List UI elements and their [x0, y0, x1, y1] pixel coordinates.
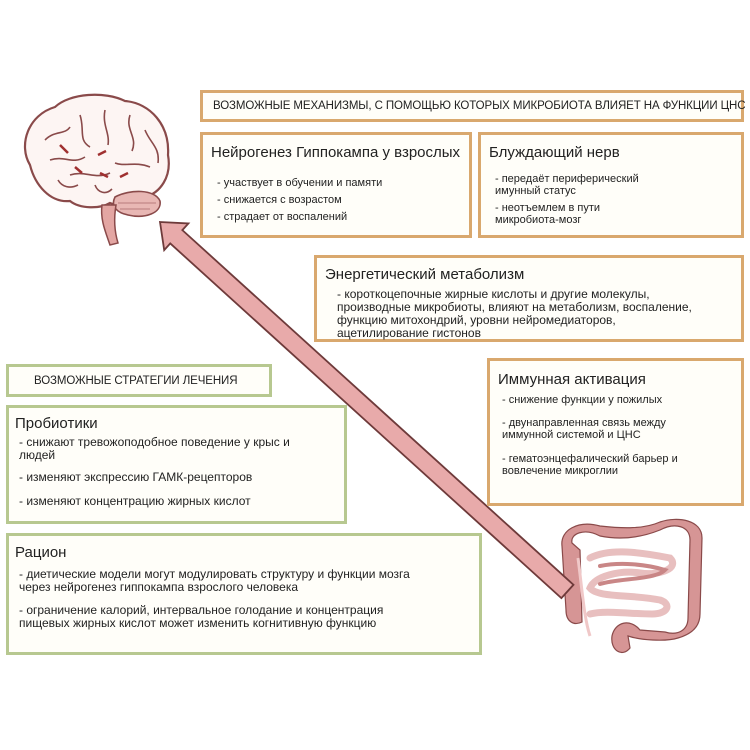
vagus-nerve-heading: Блуждающий нерв [489, 144, 620, 161]
energy-metabolism-heading: Энергетический метаболизм [325, 266, 525, 283]
diet-item: - ограничение калорий, интервальное голо… [19, 603, 384, 630]
neurogenesis-item: - страдает от воспалений [217, 211, 348, 223]
neurogenesis-item: - снижается с возрастом [217, 194, 342, 206]
diet-item: - диетические модели могут модулировать … [19, 567, 410, 594]
immune-activation-heading: Иммунная активация [498, 371, 646, 388]
probiotics-item: - изменяют концентрацию жирных кислот [19, 494, 251, 508]
energy-metabolism-box: Энергетический метаболизм - короткоцепоч… [314, 255, 744, 342]
immune-activation-box: Иммунная активация - снижение функции у … [487, 358, 744, 506]
probiotics-item: - изменяют экспрессию ГАМК-рецепторов [19, 470, 253, 484]
immune-activation-item: - снижение функции у пожилых [502, 394, 663, 406]
intestine-icon [561, 518, 703, 653]
probiotics-box: Пробиотики - снижают тревожоподобное пов… [6, 405, 347, 524]
immune-activation-item: - гематоэнцефалический барьер и вовлечен… [502, 453, 678, 477]
vagus-nerve-item: - передаёт периферический имунный статус [495, 173, 639, 197]
probiotics-item: - снижают тревожоподобное поведение у кр… [19, 435, 290, 462]
mechanisms-title-box: ВОЗМОЖНЫЕ МЕХАНИЗМЫ, С ПОМОЩЬЮ КОТОРЫХ М… [200, 90, 746, 122]
diet-box: Рацион - диетические модели могут модули… [6, 533, 482, 655]
neurogenesis-item: - участвует в обучении и памяти [217, 177, 383, 189]
strategies-title-box: ВОЗМОЖНЫЕ СТРАТЕГИИ ЛЕЧЕНИЯ [6, 364, 272, 397]
neurogenesis-box: Нейрогенез Гиппокампа у взрослых - участ… [200, 132, 472, 238]
vagus-nerve-item: - неотъемлем в пути микробиота-мозг [495, 202, 601, 226]
probiotics-heading: Пробиотики [15, 415, 98, 432]
strategies-title: ВОЗМОЖНЫЕ СТРАТЕГИИ ЛЕЧЕНИЯ [34, 375, 238, 387]
mechanisms-title: ВОЗМОЖНЫЕ МЕХАНИЗМЫ, С ПОМОЩЬЮ КОТОРЫХ М… [213, 100, 746, 112]
energy-metabolism-item: - короткоцепочные жирные кислоты и други… [337, 287, 692, 340]
vagus-nerve-box: Блуждающий нерв - передаёт периферически… [478, 132, 744, 238]
brain-icon [23, 93, 170, 246]
neurogenesis-heading: Нейрогенез Гиппокампа у взрослых [211, 144, 461, 161]
immune-activation-item: - двунаправленная связь между иммунной с… [502, 417, 666, 441]
diet-heading: Рацион [15, 544, 67, 561]
